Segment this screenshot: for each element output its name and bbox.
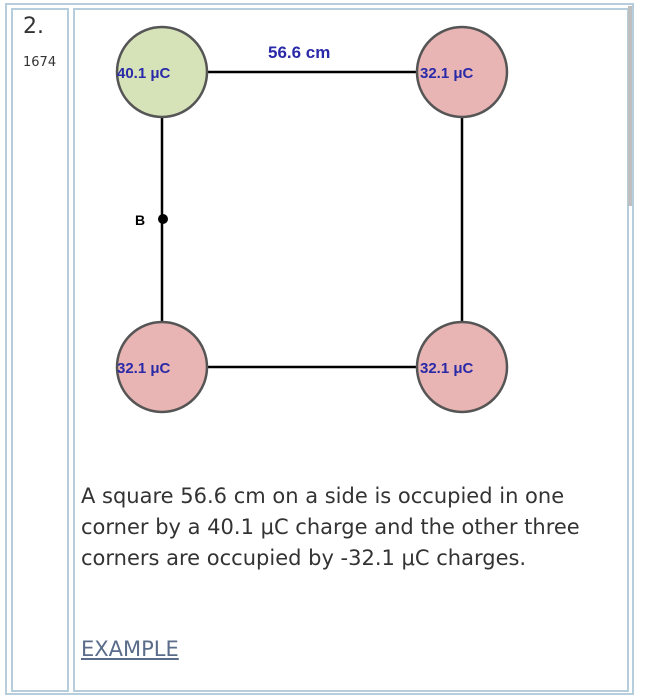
charge-top-left-label: 40.1 μC: [117, 65, 171, 82]
charge-top-right-label: 32.1 μC: [420, 65, 474, 82]
problem-statement: A square 56.6 cm on a side is occupied i…: [81, 484, 580, 570]
point-b-label: B: [135, 212, 145, 228]
question-number-cell: [11, 8, 69, 692]
side-length-label: 56.6 cm: [268, 43, 330, 62]
charge-bottom-right-label: 32.1 μC: [420, 360, 474, 377]
scrollbar-thumb[interactable]: [628, 6, 632, 206]
charge-bottom-left-label: 32.1 μC: [117, 360, 171, 377]
point-b-marker: [158, 214, 168, 224]
side-length-text: 56.6 cm: [268, 43, 330, 62]
example-link[interactable]: EXAMPLE: [81, 637, 179, 661]
charge-bottom-right: [415, 320, 509, 414]
question-frame: [5, 3, 634, 695]
charge-square-diagram: 56.6 cm 40.1 μC 32.1 μC 32.1 μC 32.1 μC …: [115, 25, 509, 414]
charge-top-right: [415, 25, 509, 119]
question-number: 2.: [23, 14, 44, 39]
charge-top-left: [115, 25, 209, 119]
question-content-cell: [73, 8, 629, 692]
charge-bottom-left: [115, 320, 209, 414]
question-id: 1674: [23, 55, 57, 70]
